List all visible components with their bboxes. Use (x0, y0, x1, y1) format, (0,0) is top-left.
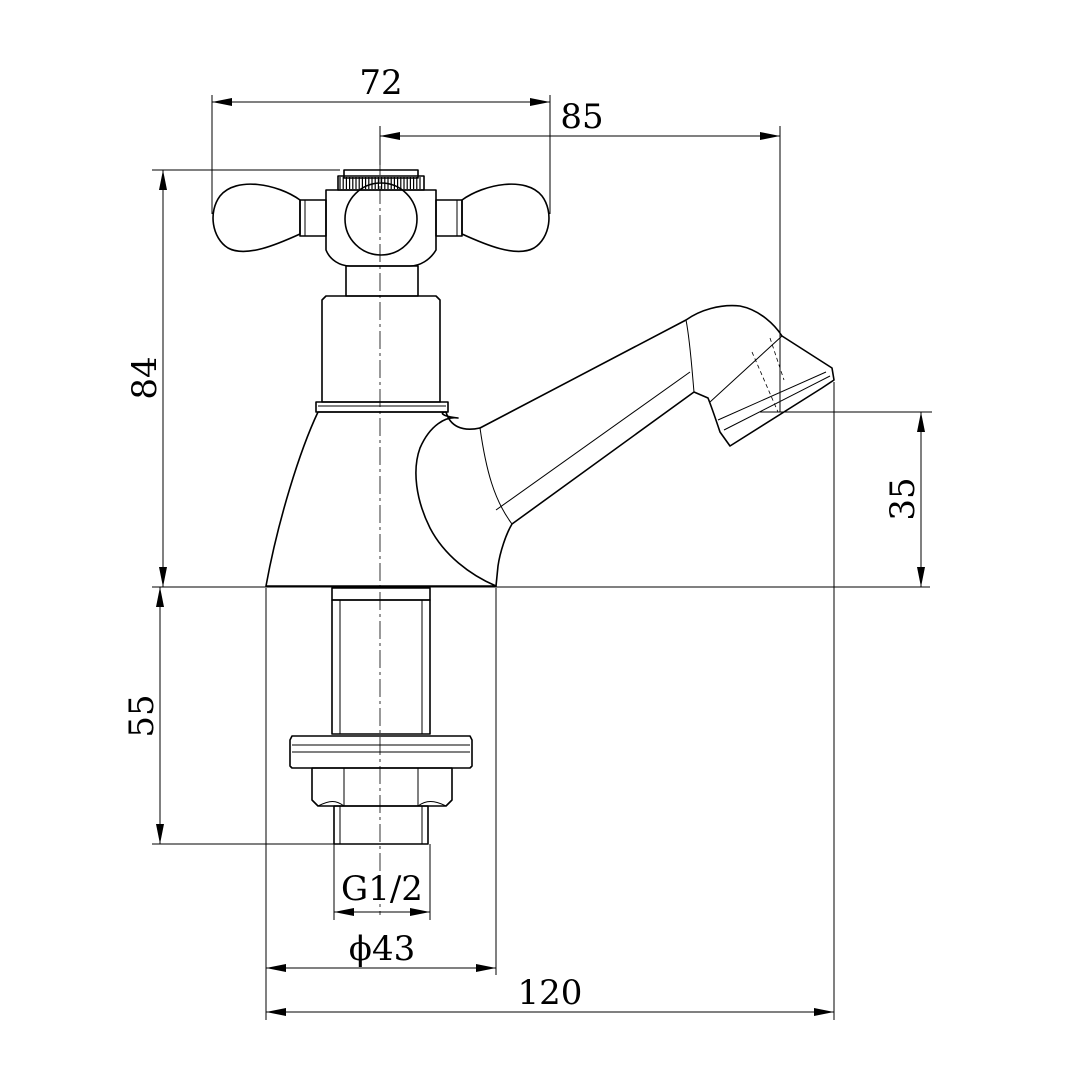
dimension-120: 120 (266, 973, 834, 1016)
dimension-84: 84 (125, 170, 167, 587)
knurl-lines (339, 177, 421, 189)
shank-thread (333, 805, 429, 845)
spout-upper-contour (479, 427, 513, 525)
extension-lines (152, 95, 932, 1020)
body-flare (265, 411, 497, 587)
cover-collar (315, 401, 449, 413)
dimension-43: ϕ43 (266, 929, 496, 972)
spout-mid-contour (495, 371, 691, 511)
spout-outlet-face (709, 335, 831, 431)
handle-hub-circle (344, 182, 418, 256)
handle-right-arm (435, 199, 463, 237)
backnut-washer (289, 735, 473, 769)
tap-body (265, 411, 497, 587)
dim-label-diameter: ϕ43 (349, 929, 415, 969)
dimension-35: 35 (883, 412, 925, 587)
dimension-g12: G1/2 (334, 869, 430, 916)
shank (289, 587, 473, 845)
dim-label-thread: G1/2 (341, 869, 423, 909)
dim-label-55: 55 (122, 694, 162, 737)
handle-left-arm (299, 199, 327, 237)
spout-outer (479, 304, 835, 587)
handle-right-knob (461, 183, 550, 253)
dimension-72: 72 (212, 63, 550, 106)
dim-label-85: 85 (560, 97, 603, 137)
body-spout-junction (445, 411, 481, 430)
shank-tube (331, 599, 431, 735)
dim-label-72: 72 (359, 63, 402, 103)
crosshead-handle (212, 169, 550, 297)
dim-label-120: 120 (518, 973, 583, 1013)
cover-shroud (321, 295, 441, 403)
dim-label-84: 84 (125, 356, 165, 399)
handle-stem (345, 265, 419, 297)
dimension-55: 55 (122, 587, 164, 844)
dimension-85: 85 (380, 97, 780, 140)
headwork-cover (315, 295, 449, 413)
handle-left-knob (212, 183, 301, 253)
spout-outlet-hidden (751, 337, 785, 413)
spout (479, 304, 835, 587)
handle-top-cap (337, 175, 425, 191)
shank-washer (331, 587, 431, 601)
backnut-hex (311, 767, 453, 807)
spout-head-contour (685, 319, 695, 393)
dim-label-35: 35 (883, 477, 923, 520)
